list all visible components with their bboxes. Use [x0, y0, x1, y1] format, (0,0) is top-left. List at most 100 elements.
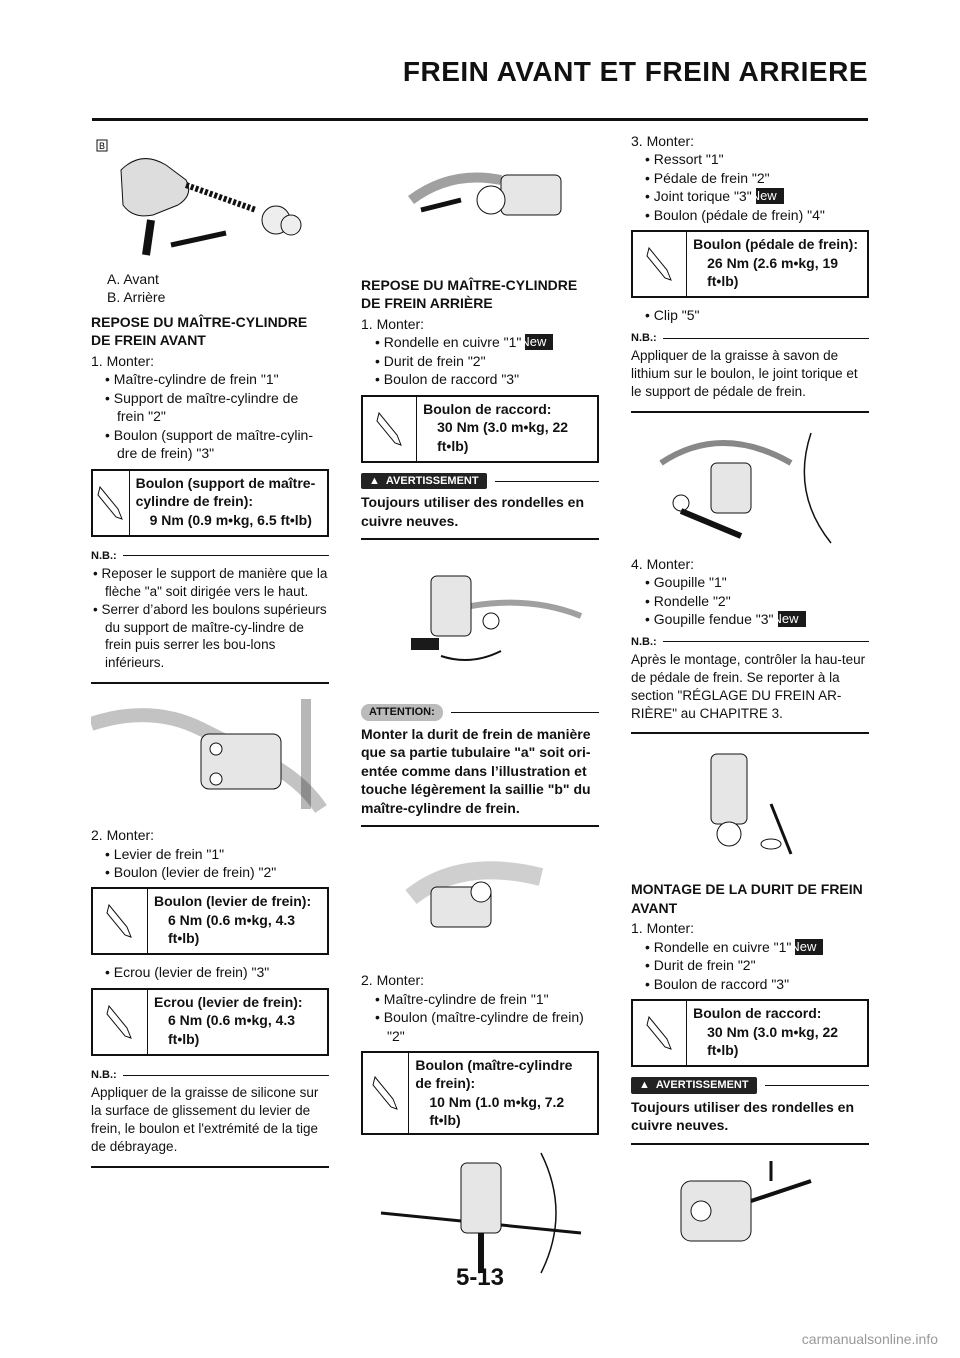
- torque-wrench-icon: [93, 889, 148, 954]
- step-3: 3. Monter:: [631, 133, 695, 149]
- figure-caption-a: A. Avant: [107, 271, 159, 287]
- spec-label: Ecrou (levier de frein):: [154, 993, 303, 1010]
- torque-spec-box: Boulon (support de maître-cylindre de fr…: [91, 468, 329, 537]
- spec-label: Boulon (pédale de frein):: [693, 236, 858, 253]
- torque-wrench-icon: [93, 470, 130, 535]
- page-number: 5-13: [455, 1264, 505, 1291]
- list-item: Rondelle en cuivre "1"New: [631, 938, 869, 956]
- note-block: N.B.: Après le montage, contrôler la hau…: [631, 635, 869, 735]
- warning-badge: ▲AVERTISSEMENT: [361, 472, 487, 490]
- note-label: N.B.:: [91, 1068, 117, 1081]
- list-item: Goupille fendue "3"New: [631, 610, 869, 628]
- torque-wrench-icon: [363, 396, 418, 461]
- list-item: Reposer le support de manière que la flè…: [91, 565, 329, 601]
- list-item: Goupille "1": [631, 573, 869, 591]
- warning-block: ▲AVERTISSEMENT Toujours utiliser des ron…: [361, 472, 599, 541]
- note-label: N.B.:: [631, 635, 657, 648]
- list-item: Rondelle en cuivre "1"New: [361, 333, 599, 351]
- list-item: Maître-cylindre de frein "1": [361, 990, 599, 1008]
- column-3: 3. Monter: Ressort "1" Pédale de frein "…: [631, 130, 869, 1271]
- torque-wrench-icon: [633, 1001, 688, 1066]
- figure-caption-b: B. Arrière: [107, 289, 166, 306]
- figure-master-cylinder-hose: [361, 837, 599, 967]
- section-title: REPOSE DU MAÎTRE-CYLINDRE DE FREIN AVANT: [91, 313, 308, 349]
- watermark: carmanualsonline.info: [801, 1331, 938, 1347]
- figure-brake-hose-caliper: [361, 546, 599, 686]
- list-item: Support de maître-cylindre de frein "2": [91, 389, 329, 426]
- step-1: 1. Monter:: [631, 920, 695, 937]
- figure-rear-master-cylinder-install: [361, 1143, 599, 1283]
- figure-letter: B: [99, 141, 105, 151]
- warning-triangle-icon: ▲: [639, 1079, 650, 1092]
- warning-text: Toujours utiliser des rondelles en cuivr…: [361, 489, 599, 541]
- section-title: MONTAGE DE LA DURIT DE FREIN AVANT: [631, 881, 863, 916]
- spec-label: Boulon de raccord:: [693, 1005, 822, 1022]
- torque-wrench-icon: [633, 232, 688, 297]
- figure-rear-master-cylinder-exploded: B: [91, 130, 329, 270]
- figure-brake-lever: [361, 130, 599, 270]
- figure-front-caliper-hose: [631, 1151, 869, 1271]
- spec-label: Boulon (support de maître-cylindre de fr…: [135, 474, 316, 510]
- list-item: Ecrou (levier de frein) "3": [91, 963, 329, 981]
- caution-block: ATTENTION: Monter la durit de frein de m…: [361, 704, 599, 828]
- spec-value: 30 Nm (3.0 m•kg, 22 ft•lb): [437, 419, 569, 454]
- note-block: N.B.: Appliquer de la graisse de silicon…: [91, 1068, 329, 1168]
- spec-value: 6 Nm (0.6 m•kg, 4.3 ft•lb): [168, 911, 296, 947]
- spec-value: 9 Nm (0.9 m•kg, 6.5 ft•lb): [149, 511, 312, 528]
- step-4: 4. Monter:: [631, 555, 695, 572]
- spec-label: Boulon de raccord:: [423, 400, 552, 417]
- list-item: Boulon de raccord "3": [361, 370, 599, 388]
- column-1: B A. Avant B. Arrière REPOSE DU MAÎTRE-C…: [91, 130, 329, 1168]
- list-item: Serrer d’abord les boulons supérieurs du…: [91, 601, 329, 672]
- list-item: Boulon (levier de frein) "2": [91, 863, 329, 881]
- page-title: FREIN AVANT ET FREIN ARRIERE: [402, 56, 868, 87]
- list-item: Pédale de frein "2": [631, 169, 869, 187]
- warning-badge: ▲AVERTISSEMENT: [631, 1077, 757, 1094]
- list-item: Maître-cylindre de frein "1": [91, 370, 329, 388]
- figure-brake-pedal: [631, 423, 869, 553]
- figure-front-master-cylinder: [91, 694, 329, 814]
- spec-label: Boulon (maître-cylindre de frein):: [415, 1057, 573, 1092]
- note-text: Appliquer de la graisse de silicone sur …: [91, 1082, 329, 1168]
- note-text: Après le montage, contrôler la hau-teur …: [631, 649, 869, 735]
- list-item: Clip "5": [631, 306, 869, 324]
- header-rule: [92, 118, 868, 121]
- list-item: Boulon (pédale de frein) "4": [631, 206, 869, 224]
- note-block: N.B.: Reposer le support de manière que …: [91, 549, 329, 685]
- new-part-badge: New: [520, 334, 554, 351]
- list-item: Boulon (maître-cylindre de frein) "2": [361, 1008, 599, 1045]
- torque-spec-box: Boulon (pédale de frein): 26 Nm (2.6 m•k…: [631, 230, 869, 299]
- spec-label: Boulon (levier de frein):: [154, 893, 312, 910]
- torque-spec-box: Ecrou (levier de frein): 6 Nm (0.6 m•kg,…: [91, 987, 329, 1056]
- torque-wrench-icon: [363, 1053, 410, 1133]
- list-item: Durit de frein "2": [631, 956, 869, 974]
- warning-block: ▲AVERTISSEMENT Toujours utiliser des ron…: [631, 1077, 869, 1145]
- torque-spec-box: Boulon de raccord: 30 Nm (3.0 m•kg, 22 f…: [361, 394, 599, 463]
- list-item: Ressort "1": [631, 150, 869, 168]
- list-item: Levier de frein "1": [91, 845, 329, 863]
- warning-text: Toujours utiliser des rondelles en cuivr…: [631, 1094, 869, 1145]
- torque-spec-box: Boulon de raccord: 30 Nm (3.0 m•kg, 22 f…: [631, 999, 869, 1068]
- list-item: Durit de frein "2": [361, 352, 599, 370]
- torque-spec-box: Boulon (levier de frein): 6 Nm (0.6 m•kg…: [91, 887, 329, 956]
- list-item: Joint torique "3"New: [631, 187, 869, 205]
- list-item: Rondelle "2": [631, 592, 869, 610]
- column-2: REPOSE DU MAÎTRE-CYLINDRE DE FREIN ARRIÈ…: [361, 130, 599, 1283]
- note-label: N.B.:: [631, 331, 657, 344]
- step-2: 2. Monter:: [91, 827, 155, 844]
- section-title: REPOSE DU MAÎTRE-CYLINDRE DE FREIN ARRIÈ…: [361, 277, 578, 312]
- caution-badge: ATTENTION:: [361, 704, 443, 721]
- new-part-badge: New: [751, 188, 784, 205]
- spec-value: 6 Nm (0.6 m•kg, 4.3 ft•lb): [168, 1012, 296, 1047]
- spec-value: 26 Nm (2.6 m•kg, 19 ft•lb): [707, 254, 839, 290]
- list-item: Boulon (support de maître-cylin-dre de f…: [91, 426, 329, 463]
- list-item: Boulon de raccord "3": [631, 975, 869, 993]
- note-label: N.B.:: [91, 549, 117, 562]
- spec-value: 30 Nm (3.0 m•kg, 22 ft•lb): [707, 1023, 839, 1059]
- torque-spec-box: Boulon (maître-cylindre de frein): 10 Nm…: [361, 1051, 599, 1135]
- caution-text: Monter la durit de frein de manière que …: [361, 721, 599, 828]
- new-part-badge: New: [790, 938, 824, 955]
- torque-wrench-icon: [93, 989, 148, 1054]
- new-part-badge: New: [773, 611, 806, 628]
- note-block: N.B.: Appliquer de la graisse à savon de…: [631, 331, 869, 413]
